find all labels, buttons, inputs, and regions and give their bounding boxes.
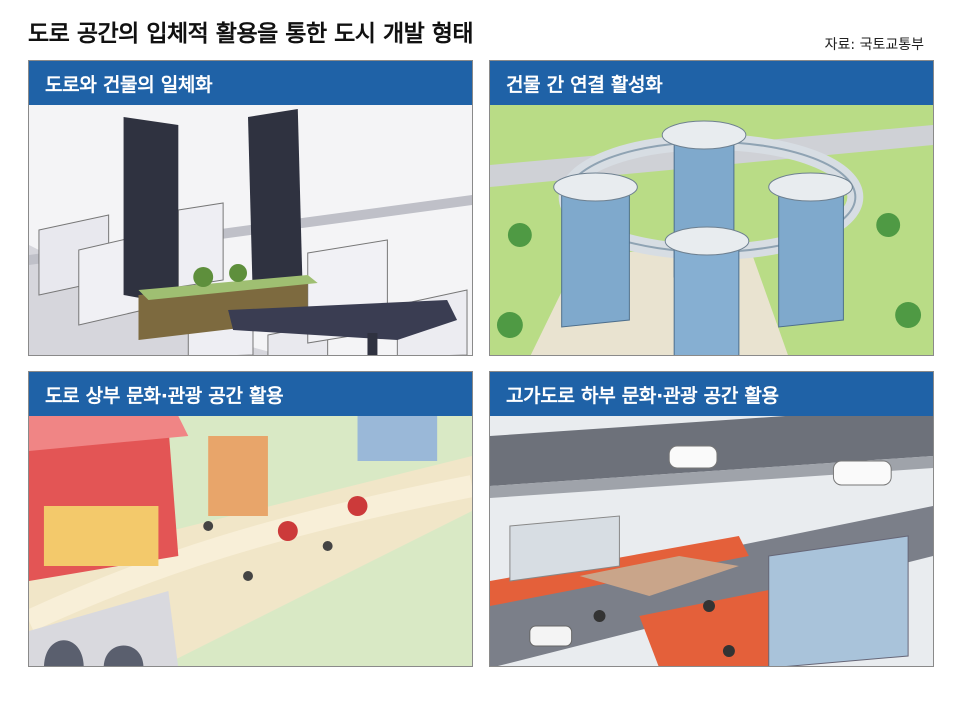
- source-credit: 자료: 국토교통부: [824, 37, 924, 53]
- panel-header: 건물 간 연결 활성화: [490, 61, 933, 105]
- panel-label: 고가도로 하부 문화·관광 공간 활용: [506, 385, 779, 407]
- panel-header: 도로 상부 문화·관광 공간 활용: [29, 372, 472, 416]
- panel-label: 도로 상부 문화·관광 공간 활용: [45, 385, 284, 407]
- page-title: 도로 공간의 입체적 활용을 통한 도시 개발 형태: [28, 21, 474, 47]
- panel-label: 도로와 건물의 일체화: [45, 74, 213, 96]
- illustration-above-road-plaza: [29, 416, 472, 666]
- illustration-road-building: [29, 105, 472, 355]
- panel-label: 건물 간 연결 활성화: [506, 74, 663, 96]
- panel-road-building-integration: 도로와 건물의 일체화: [28, 60, 473, 356]
- panel-header: 고가도로 하부 문화·관광 공간 활용: [490, 372, 933, 416]
- panel-under-elevated-road-culture: 고가도로 하부 문화·관광 공간 활용: [489, 371, 934, 667]
- panel-above-road-culture: 도로 상부 문화·관광 공간 활용: [28, 371, 473, 667]
- illustration-connected-buildings: [490, 105, 933, 355]
- panel-header: 도로와 건물의 일체화: [29, 61, 472, 105]
- panel-building-connection: 건물 간 연결 활성화: [489, 60, 934, 356]
- illustration-under-overpass: [490, 416, 933, 666]
